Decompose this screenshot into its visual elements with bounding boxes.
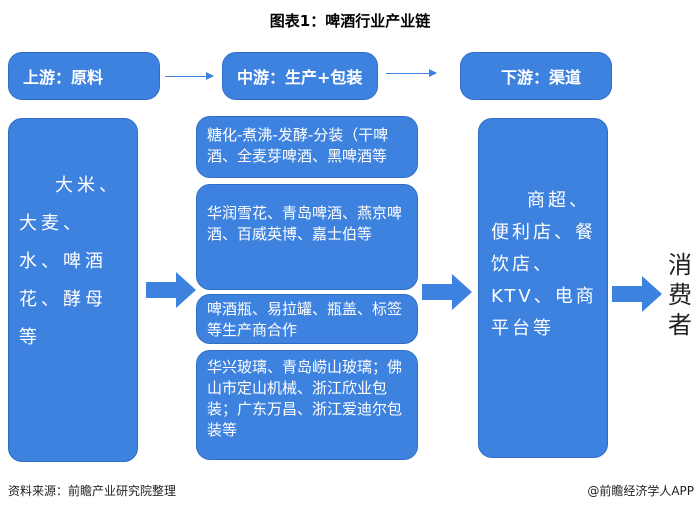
- consumer-label: 消费者: [668, 251, 692, 339]
- chart-title: 图表1：啤酒行业产业链: [269, 12, 431, 30]
- arrow-icon: [146, 272, 196, 308]
- arrow-icon: [165, 72, 214, 80]
- brand-note: @前瞻经济学人APP: [587, 484, 694, 498]
- packaging-partners-box: 啤酒瓶、易拉罐、瓶盖、标签等生产商合作: [196, 294, 418, 344]
- midstream-header: 中游：生产+包装: [222, 52, 378, 100]
- downstream-header: 下游：渠道: [460, 52, 612, 100]
- downstream-box: 商超、便利店、餐饮店、KTV、电商平台等: [478, 118, 608, 458]
- upstream-header: 上游：原料: [8, 52, 160, 100]
- arrow-icon: [612, 276, 662, 312]
- source-note: 资料来源：前瞻产业研究院整理: [8, 484, 177, 498]
- brewers-box: 华润雪花、青岛啤酒、燕京啤酒、百威英博、嘉士伯等: [196, 184, 418, 290]
- process-box: 糖化-煮沸-发酵-分装（干啤酒、全麦芽啤酒、黑啤酒等: [196, 116, 418, 178]
- upstream-box: 大米、大麦、水、啤酒花、酵母等: [8, 118, 138, 462]
- arrow-icon: [422, 274, 472, 310]
- arrow-icon: [386, 69, 437, 77]
- packaging-suppliers-box: 华兴玻璃、青岛崂山玻璃；佛山市定山机械、浙江欣业包装；广东万昌、浙江爱迪尔包装等: [196, 350, 418, 460]
